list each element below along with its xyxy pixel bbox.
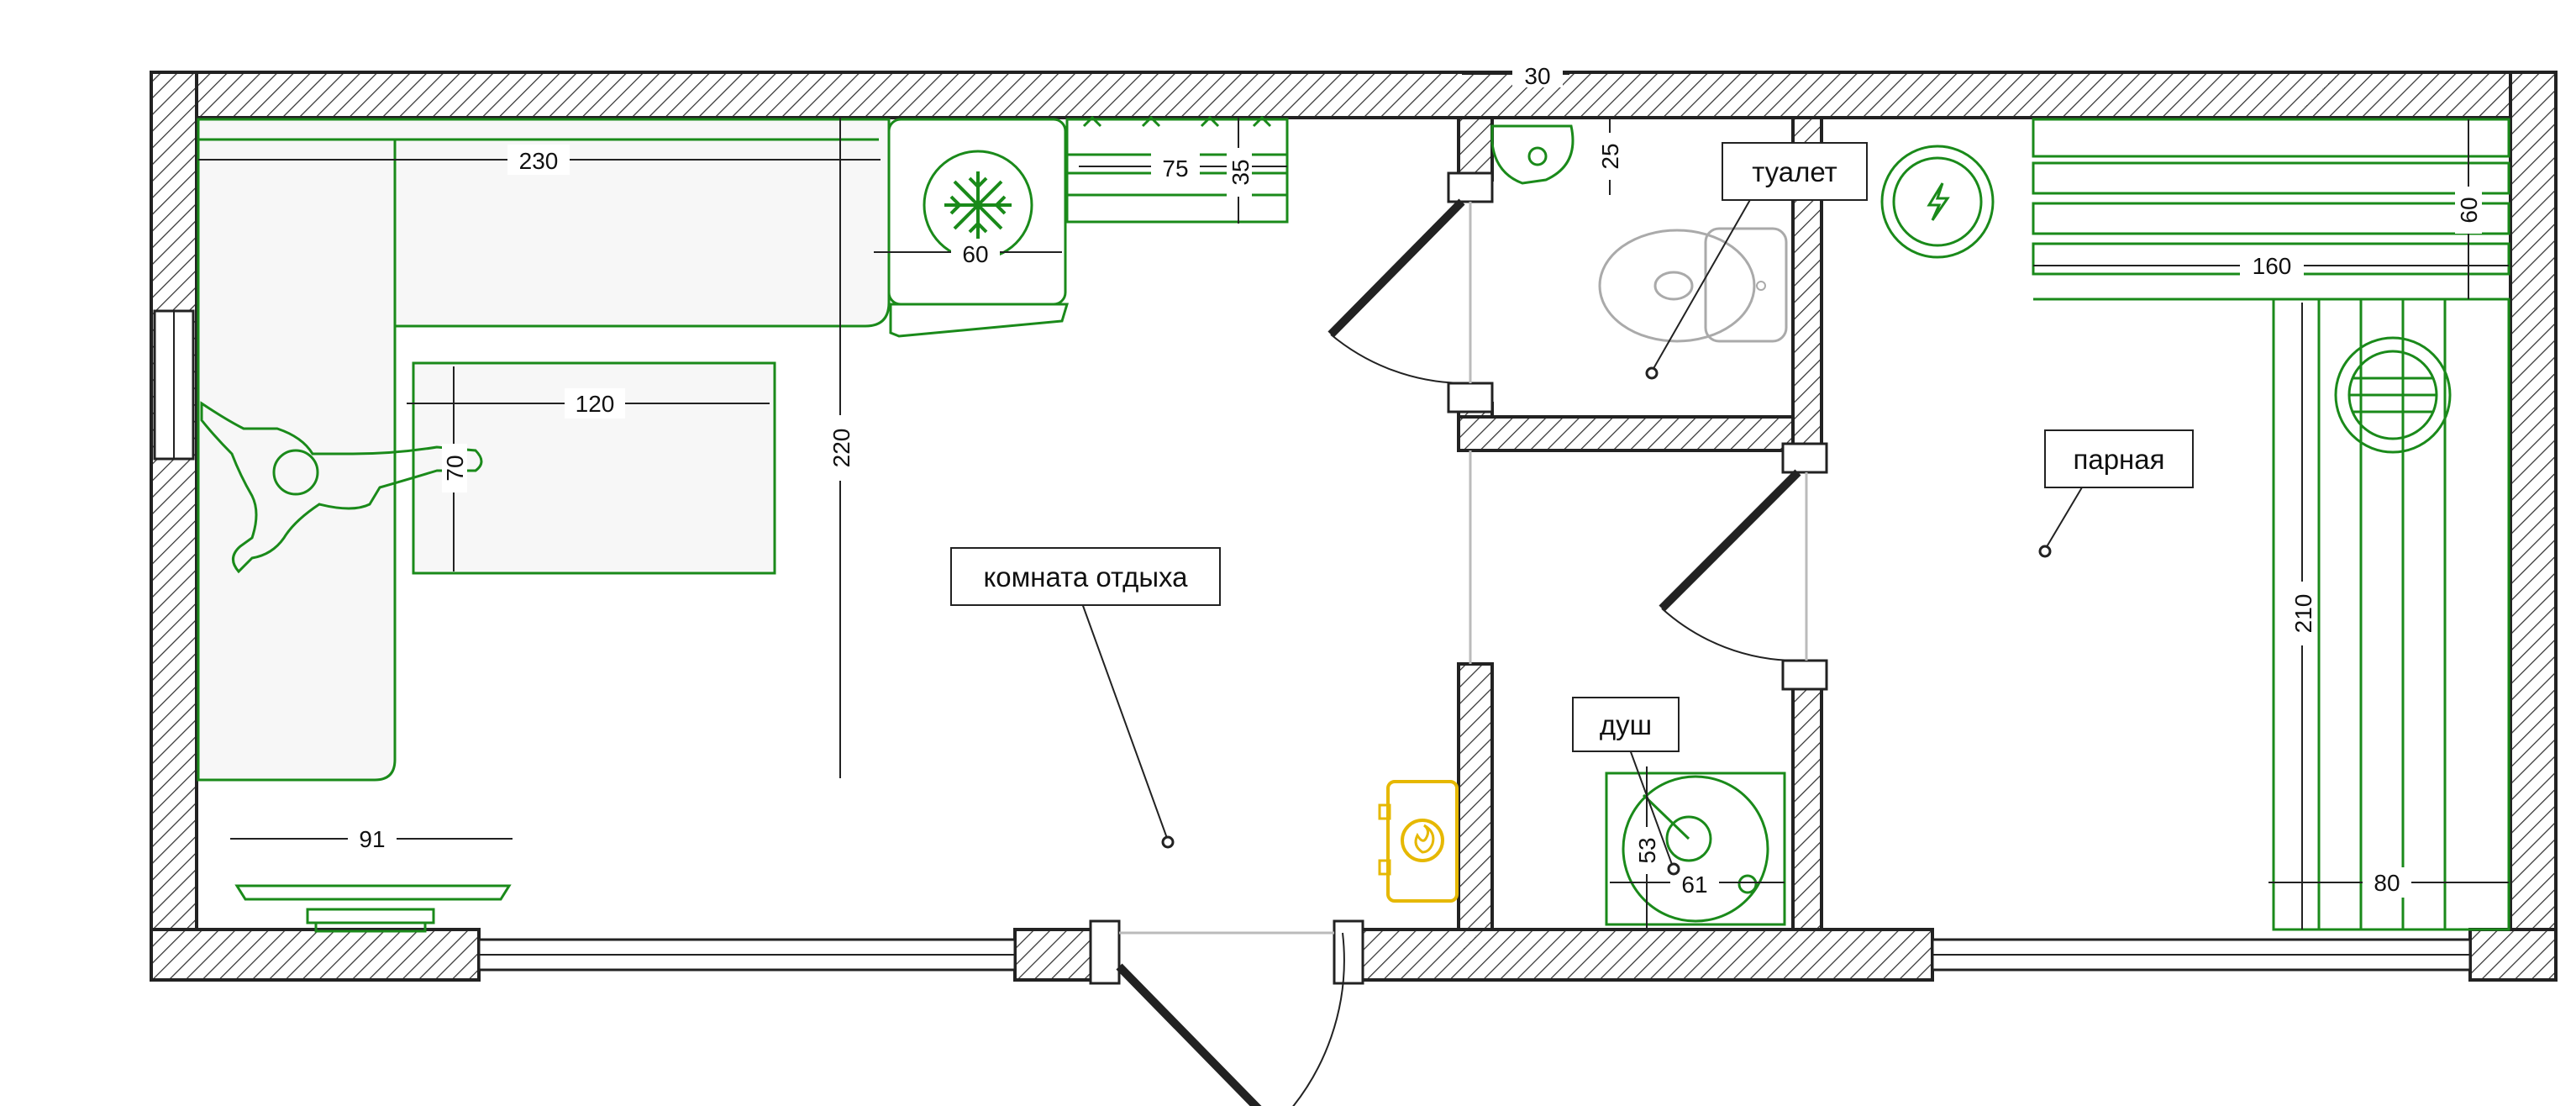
dim-table-length: 120 (576, 391, 615, 417)
room-label-rest: комната отдыха (950, 547, 1221, 849)
room-label-shower: душ (1572, 697, 1680, 876)
sauna-bucket (2334, 336, 2452, 454)
room-name-toilet: туалет (1752, 156, 1837, 187)
shower-tray (1605, 772, 1786, 926)
room-label-steam: парная (2038, 429, 2194, 558)
dim-sofa-length: 230 (519, 148, 559, 174)
sofa (197, 118, 891, 782)
dimension-labels: 230 220 60 75 35 120 70 91 30 25 53 61 1… (348, 61, 2482, 898)
person-figure (200, 401, 483, 574)
dim-bench-depth: 60 (2456, 197, 2482, 223)
upper-bench (2032, 118, 2510, 301)
toilet-bowl (1598, 227, 1788, 343)
dim-lower-bench-width: 80 (2374, 870, 2400, 896)
boiler (1378, 780, 1459, 903)
sauna-stove (1880, 145, 1995, 259)
dim-shower-depth: 53 (1634, 837, 1660, 863)
flame-icon (1401, 819, 1444, 862)
wash-basin (1490, 124, 1575, 185)
tv-stand (234, 884, 512, 933)
room-name-rest: комната отдыха (983, 561, 1188, 592)
dim-tv-width: 91 (359, 826, 385, 852)
snowflake-icon (944, 171, 1012, 239)
room-name-shower: душ (1600, 709, 1652, 740)
dim-lower-bench-length: 210 (2290, 594, 2316, 634)
dim-wall-thickness: 30 (1524, 63, 1550, 89)
room-name-steam: парная (2073, 444, 2164, 475)
dim-shelf-depth: 35 (1228, 159, 1254, 185)
walls (150, 71, 2558, 982)
dim-shelf-width: 75 (1162, 155, 1188, 182)
room-label-toilet: туалет (1645, 142, 1868, 380)
dim-bench-length: 160 (2253, 253, 2292, 279)
lower-bench (2272, 298, 2510, 931)
dim-shower-width: 61 (1681, 872, 1707, 898)
dim-sink-depth: 25 (1597, 143, 1623, 169)
dim-sofa-depth: 220 (828, 429, 854, 468)
windows (153, 309, 2472, 972)
dim-fridge-width: 60 (962, 241, 988, 267)
dim-table-width: 70 (442, 455, 468, 481)
doors (1089, 171, 1828, 1106)
lightning-icon (1927, 182, 1950, 221)
